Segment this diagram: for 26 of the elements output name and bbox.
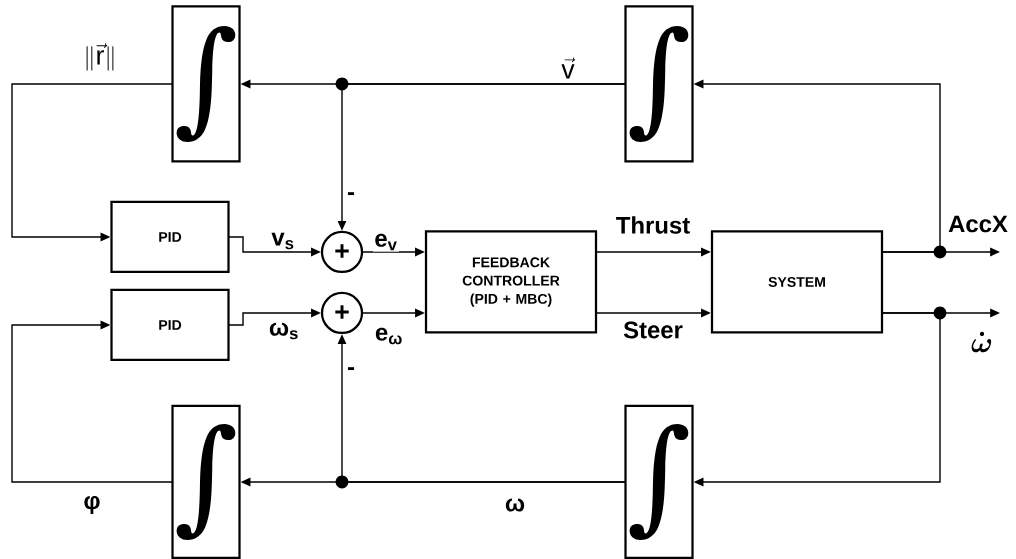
integrator-box: ∫ <box>624 404 694 559</box>
summing-junction: + <box>320 291 364 335</box>
edge-label: ω$_{s}$ <box>267 321 301 341</box>
edge-label: - <box>345 190 357 202</box>
edge-label: $\vec{\mathrm{v}}$ <box>559 56 577 80</box>
edge-label: $\|\vec{\mathrm{r}}\|$ <box>82 41 118 73</box>
arrow <box>11 83 173 242</box>
edge-label: - <box>345 365 357 377</box>
edge-label: AccX <box>946 214 1010 234</box>
edge-label: v$_{s}$ <box>269 231 297 251</box>
process-box: PID <box>110 288 230 362</box>
summing-junction: + <box>320 230 364 274</box>
edge-label: e$_{v}$ <box>372 232 400 252</box>
edge-label: ω <box>503 497 527 513</box>
integrator-box: ∫ <box>624 5 694 163</box>
edge-label: $\dot{\omega}$ <box>969 330 995 354</box>
process-box: SYSTEM <box>710 230 884 334</box>
integrator-box: ∫ <box>171 404 241 559</box>
integrator-box: ∫ <box>171 5 241 163</box>
edge-label: φ <box>82 494 102 516</box>
process-box: PID <box>110 200 230 274</box>
edge-label: e$_{ω}$ <box>373 326 405 346</box>
process-box: FEEDBACK CONTROLLER (PID + MBC) <box>424 230 598 334</box>
arrow <box>11 320 173 483</box>
edge-label: Thrust <box>614 214 692 236</box>
edge-label: Steer <box>621 320 685 340</box>
